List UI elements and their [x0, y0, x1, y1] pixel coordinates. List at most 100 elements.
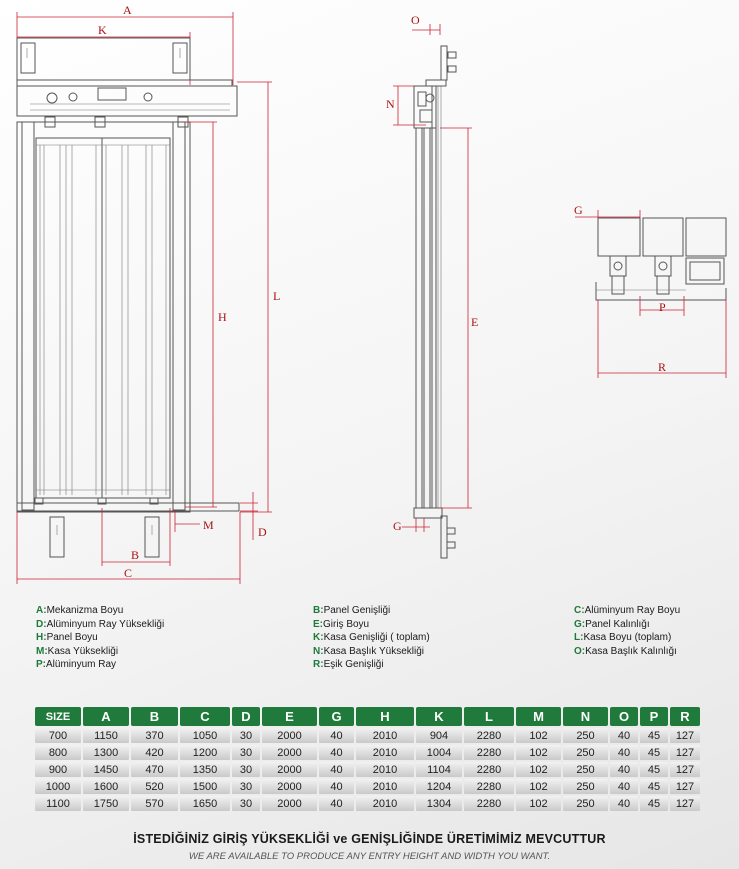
label-b: B	[131, 548, 139, 562]
table-cell: 45	[640, 745, 668, 760]
side-view: O N E G	[386, 13, 478, 559]
table-cell: 30	[232, 745, 260, 760]
table-cell: 2010	[356, 728, 414, 743]
size-table: SIZE A B C D E G H K L M N O P R 700 115…	[33, 705, 702, 813]
column-header: K	[416, 707, 462, 726]
table-cell: 102	[516, 796, 561, 811]
legend-column-2: B:Panel Genişliği E:Giriş Boyu K:Kasa Ge…	[313, 604, 430, 672]
table-cell: 370	[131, 728, 178, 743]
table-cell: 127	[670, 762, 700, 777]
table-cell: 2000	[262, 745, 317, 760]
table-cell: 1000	[35, 779, 81, 794]
table-cell: 900	[35, 762, 81, 777]
table-cell: 1200	[180, 745, 230, 760]
table-cell: 102	[516, 779, 561, 794]
table-cell: 250	[563, 762, 608, 777]
table-cell: 2280	[464, 796, 514, 811]
legend-item: O:Kasa Başlık Kalınlığı	[574, 645, 677, 657]
table-cell: 127	[670, 745, 700, 760]
technical-drawing: A K	[16, 3, 727, 584]
table-cell: 127	[670, 796, 700, 811]
label-k: K	[98, 23, 107, 37]
column-header: R	[670, 707, 700, 726]
column-header: A	[83, 707, 129, 726]
table-cell: 1600	[83, 779, 129, 794]
table-cell: 102	[516, 745, 561, 760]
table-cell: 45	[640, 728, 668, 743]
table-cell: 570	[131, 796, 178, 811]
table-cell: 102	[516, 762, 561, 777]
legend-item: G:Panel Kalınlığı	[574, 618, 650, 630]
table-cell: 1050	[180, 728, 230, 743]
table-cell: 2280	[464, 779, 514, 794]
column-header: N	[563, 707, 608, 726]
column-header: O	[610, 707, 638, 726]
table-header-row: SIZE A B C D E G H K L M N O P R	[35, 707, 700, 726]
table-cell: 2000	[262, 796, 317, 811]
table-cell: 1350	[180, 762, 230, 777]
table-cell: 45	[640, 779, 668, 794]
label-o: O	[411, 13, 420, 27]
label-l: L	[273, 289, 280, 303]
tagline-turkish: İSTEDİĞİNİZ GİRİŞ YÜKSEKLİĞİ ve GENİŞLİĞ…	[133, 832, 606, 846]
label-d: D	[258, 525, 267, 539]
label-c: C	[124, 566, 132, 580]
table-cell: 40	[319, 745, 354, 760]
column-header: B	[131, 707, 178, 726]
table-cell: 40	[610, 745, 638, 760]
table-cell: 1500	[180, 779, 230, 794]
table-cell: 1450	[83, 762, 129, 777]
label-a: A	[123, 3, 132, 17]
legend-item: B:Panel Genişliği	[313, 605, 391, 616]
table-cell: 30	[232, 779, 260, 794]
legend-item: K:Kasa Genişliği ( toplam)	[313, 632, 430, 644]
table-cell: 102	[516, 728, 561, 743]
legend-item: M:Kasa Yüksekliği	[36, 645, 119, 657]
table-cell: 40	[610, 779, 638, 794]
table-cell: 470	[131, 762, 178, 777]
column-header: L	[464, 707, 514, 726]
table-cell: 1150	[83, 728, 129, 743]
table-cell: 1204	[416, 779, 462, 794]
column-header: M	[516, 707, 561, 726]
label-g-side: G	[393, 519, 402, 533]
table-row: 700 1150 370 1050 30 2000 40 2010 904 22…	[35, 728, 700, 743]
table-cell: 1004	[416, 745, 462, 760]
table-cell: 250	[563, 779, 608, 794]
table-cell: 40	[610, 728, 638, 743]
legend-item: N:Kasa Başlık Yüksekliği	[313, 645, 424, 657]
legend-column-1: A:Mekanizma Boyu D:Alüminyum Ray Yüksekl…	[36, 604, 164, 672]
column-header: C	[180, 707, 230, 726]
label-h: H	[218, 310, 227, 324]
table-cell: 30	[232, 728, 260, 743]
table-cell: 2010	[356, 796, 414, 811]
column-header: SIZE	[35, 707, 81, 726]
table-cell: 2000	[262, 779, 317, 794]
legend-item: H:Panel Boyu	[36, 632, 98, 644]
tagline-english: WE ARE AVAILABLE TO PRODUCE ANY ENTRY HE…	[188, 851, 551, 862]
label-r: R	[658, 360, 666, 374]
table-cell: 700	[35, 728, 81, 743]
legend-item: A:Mekanizma Boyu	[36, 605, 124, 616]
table-cell: 45	[640, 796, 668, 811]
table-cell: 2280	[464, 762, 514, 777]
column-header: E	[262, 707, 317, 726]
table-cell: 2000	[262, 762, 317, 777]
table-cell: 45	[640, 762, 668, 777]
table-cell: 520	[131, 779, 178, 794]
table-cell: 2280	[464, 745, 514, 760]
table-cell: 904	[416, 728, 462, 743]
legend-item: P:Alüminyum Ray	[36, 659, 117, 671]
table-cell: 127	[670, 728, 700, 743]
legend-item: R:Eşik Genişliği	[313, 659, 384, 671]
table-cell: 250	[563, 745, 608, 760]
table-cell: 2010	[356, 745, 414, 760]
label-n: N	[386, 97, 395, 111]
label-p: P	[659, 300, 666, 314]
table-cell: 2000	[262, 728, 317, 743]
table-row: 1100 1750 570 1650 30 2000 40 2010 1304 …	[35, 796, 700, 811]
table-cell: 1650	[180, 796, 230, 811]
table-cell: 127	[670, 779, 700, 794]
table-cell: 30	[232, 796, 260, 811]
column-header: G	[319, 707, 354, 726]
